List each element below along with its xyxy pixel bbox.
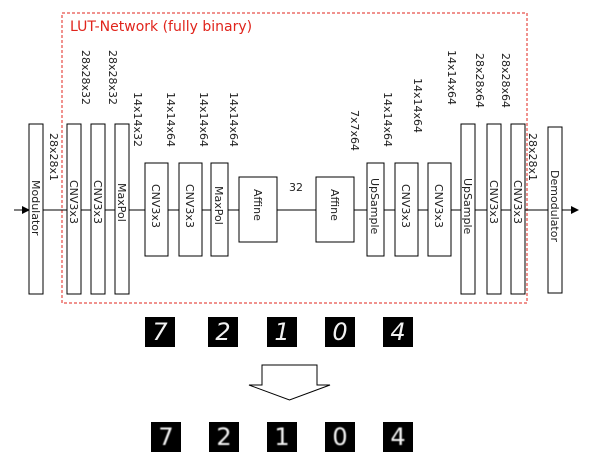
upsample-block-1-label: UpSample: [368, 178, 381, 235]
input-digit-glyph: 2: [215, 318, 231, 346]
demodulator-label: Demodulator: [548, 170, 561, 242]
input-digit-glyph: 7: [152, 318, 168, 346]
dim-label-output: 28x28x1: [526, 133, 539, 181]
demodulator-block: Demodulator: [547, 126, 563, 294]
output-digit-glyph: 2: [216, 423, 232, 451]
input-digit-image: 1: [267, 317, 297, 347]
output-digit-glyph: 0: [332, 423, 348, 451]
dim-label-cnv5: 14x14x64: [411, 78, 424, 133]
cnv-block-8: CNV3x3: [510, 123, 526, 295]
lut-network-boundary: [61, 12, 528, 304]
affine-link-label: 32: [289, 181, 303, 194]
dim-label-cnv3: 14x14x64: [164, 92, 177, 147]
dim-label-upsample1: 14x14x64: [381, 92, 394, 147]
dim-label-pool1: 14x14x32: [131, 92, 144, 147]
dim-label-pool2: 14x14x64: [227, 92, 240, 147]
input-digit-glyph: 4: [390, 318, 406, 346]
output-digit-glyph: 7: [158, 423, 174, 451]
dim-label-upsample2: 28x28x64: [473, 53, 486, 108]
dim-label-cnv6: 14x14x64: [445, 50, 458, 105]
cnv-block-5: CNV3x3: [394, 162, 419, 257]
cnv-block-2: CNV3x3: [90, 123, 106, 295]
cnv-block-4: CNV3x3: [178, 162, 203, 257]
upsample-block-2-label: UpSample: [461, 178, 474, 235]
affine-block-2-label: Affine: [328, 189, 341, 221]
dim-label-cnv1: 28x28x32: [79, 50, 92, 105]
cnv-block-8-label: CNV3x3: [511, 180, 524, 224]
input-digit-image: 2: [208, 317, 238, 347]
upsample-block-1: UpSample: [366, 162, 385, 257]
dim-label-input: 28x28x1: [47, 133, 60, 181]
affine-block-1: Affine: [238, 176, 278, 243]
lut-network-title: LUT-Network (fully binary): [70, 19, 252, 35]
cnv-block-7-label: CNV3x3: [487, 180, 500, 224]
dim-label-cnv7: 28x28x64: [499, 53, 512, 108]
modulator-block: Modulator: [28, 123, 44, 295]
cnv-block-5-label: CNV3x3: [399, 184, 412, 228]
input-digit-glyph: 0: [332, 318, 348, 346]
output-digit-image: 4: [383, 422, 413, 452]
output-digit-glyph: 1: [274, 423, 290, 451]
affine-block-1-label: Affine: [251, 189, 264, 221]
cnv-block-6-label: CNV3x3: [432, 184, 445, 228]
maxpool-block-2: MaxPol: [210, 162, 229, 257]
output-digit-image: 7: [151, 422, 181, 452]
cnv-block-6: CNV3x3: [427, 162, 452, 257]
cnv-block-2-label: CNV3x3: [91, 180, 104, 224]
maxpool-block-1: MaxPol: [114, 123, 130, 295]
input-digit-image: 7: [145, 317, 175, 347]
output-digit-image: 1: [267, 422, 297, 452]
cnv-block-4-label: CNV3x3: [183, 184, 196, 228]
output-digit-glyph: 4: [390, 423, 406, 451]
cnv-block-1: CNV3x3: [66, 123, 82, 295]
dim-label-cnv2: 28x28x32: [106, 50, 119, 105]
cnv-block-1-label: CNV3x3: [67, 180, 80, 224]
affine-block-2: Affine: [315, 176, 355, 243]
output-digit-image: 2: [209, 422, 239, 452]
input-digit-image: 4: [383, 317, 413, 347]
cnv-block-3-label: CNV3x3: [149, 184, 162, 228]
maxpool-block-2-label: MaxPol: [212, 186, 225, 225]
input-digit-image: 0: [325, 317, 355, 347]
maxpool-block-1-label: MaxPol: [115, 183, 128, 222]
cnv-block-3: CNV3x3: [144, 162, 169, 257]
cnv-block-7: CNV3x3: [486, 123, 502, 295]
transform-arrow: [248, 364, 331, 401]
modulator-label: Modulator: [29, 180, 42, 236]
dim-label-cnv4: 14x14x64: [197, 92, 210, 147]
dim-label-affine2: 7x7x64: [348, 110, 361, 151]
input-digit-glyph: 1: [274, 318, 290, 346]
upsample-block-2: UpSample: [460, 123, 476, 295]
output-digit-image: 0: [325, 422, 355, 452]
